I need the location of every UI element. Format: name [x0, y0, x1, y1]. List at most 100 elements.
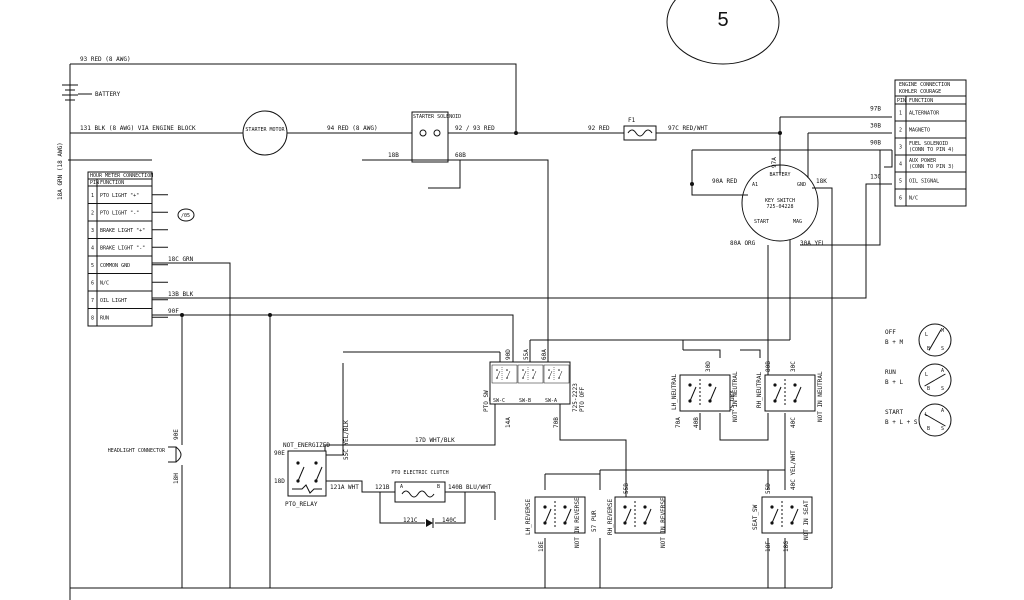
- wire-18h-label: 18H: [173, 473, 180, 484]
- clutch-pin-a: A: [400, 484, 403, 490]
- wire-121b-label: 121B: [375, 484, 390, 491]
- key-battery-label: BATTERY: [769, 172, 790, 178]
- legend-state: OFF: [885, 329, 896, 336]
- engine-func: AUX POWER: [909, 158, 937, 164]
- engine-func: N/C: [909, 196, 918, 202]
- hour-meter-func: RUN: [100, 315, 109, 321]
- key-a1-label: A1: [752, 182, 758, 188]
- clutch-pin-b: B: [437, 484, 440, 490]
- key-switch: [741, 164, 819, 242]
- wire-17d-label: 17D WHT/BLK: [415, 437, 455, 444]
- wire-70b-label: 70B: [553, 417, 560, 428]
- wire-97c-label: 97C RED/WHT: [668, 125, 708, 132]
- wire-40b-label: 40B: [693, 417, 700, 428]
- wire-30a-label: 30A YEL: [800, 240, 826, 247]
- wire-55b-label: 55B: [623, 483, 630, 494]
- engine-pin: 1: [899, 111, 902, 117]
- rh-reverse-label: RH_REVERSE: [607, 498, 614, 535]
- hour-meter-title: HOUR METER CONNECTION: [90, 173, 153, 179]
- wire-90a-label: 90A RED: [712, 178, 738, 185]
- wire-80a-label: 80A ORG: [730, 240, 756, 247]
- wire-93-label: 93 RED (8 AWG): [80, 56, 131, 63]
- wire-55a-label: 55A: [523, 349, 530, 360]
- pto-switch-part: 725-2223: [572, 383, 579, 412]
- hour-meter-pin: 6: [91, 280, 94, 286]
- seat-switch-state: NOT IN SEAT: [803, 500, 810, 540]
- wire-13b-label: 13B BLK: [168, 291, 194, 298]
- wire-18b-label: 18B: [388, 152, 399, 159]
- engine-title: ENGINE CONNECTION: [899, 82, 950, 88]
- wire-18f-label: 18F: [765, 541, 772, 552]
- engine-pin: 6: [899, 196, 902, 202]
- rh-neutral-state: NOT IN NEUTRAL: [817, 371, 824, 422]
- engine-pin: 2: [899, 128, 902, 134]
- wire-55d-label: 55D: [765, 483, 772, 494]
- rh-reverse-switch: [614, 496, 666, 534]
- wire-131-label: 131 BLK (8 AWG) VIA ENGINE BLOCK: [80, 125, 196, 132]
- pto-switch-state: PTO OFF: [579, 386, 586, 412]
- lh-neutral-label: LH_NEUTRAL: [671, 373, 678, 410]
- wire-92-label: 92 RED: [588, 125, 610, 132]
- hour-meter-func: PTO LIGHT "+": [100, 193, 139, 199]
- marker-label: /05: [181, 213, 190, 219]
- starter-motor-label: STARTER MOTOR: [245, 127, 285, 133]
- legend-state: RUN: [885, 369, 896, 376]
- battery-symbol: [62, 84, 92, 101]
- hour-meter-pin: 2: [91, 210, 94, 216]
- engine-col-pin: PIN: [897, 98, 906, 104]
- clutch-label: PTO ELECTRIC CLUTCH: [391, 470, 448, 476]
- page-number: 5: [717, 9, 728, 31]
- svg-text:B: B: [927, 346, 930, 352]
- wire-18a-label: 18A GRN (18 AWG): [57, 142, 64, 200]
- engine-wire-label: 30B: [870, 123, 881, 130]
- wire-7s-label: 7S GRY: [729, 390, 736, 412]
- hour-meter-pin: 4: [91, 245, 94, 251]
- hour-meter-func: BRAKE LIGHT "-": [100, 245, 145, 251]
- hour-meter-func: COMMON GND: [100, 263, 130, 269]
- wire-68b-label: 68B: [455, 152, 466, 159]
- solenoid-label: STARTER SOLENOID: [413, 114, 461, 120]
- engine-subtitle: KOHLER COURAGE: [899, 89, 941, 95]
- hour-meter-func: PTO LIGHT "-": [100, 210, 139, 216]
- diode-icon: [426, 519, 433, 527]
- engine-pin: 3: [899, 145, 902, 151]
- wire-140c-label: 140C: [442, 517, 457, 524]
- pto-contact-a: SW-A: [545, 398, 557, 404]
- wire-14a-label: 14A: [505, 417, 512, 428]
- key-mag-label: MAG: [793, 219, 802, 225]
- wire-network: [68, 63, 893, 600]
- legend-contacts: B + M: [885, 339, 903, 346]
- battery-label: BATTERY: [95, 91, 121, 98]
- svg-text:A: A: [941, 408, 944, 414]
- pto-relay-label: PTO_RELAY: [285, 501, 318, 508]
- hour-meter-col-func: FUNCTION: [100, 180, 124, 186]
- seat-switch-label: SEAT_SW: [752, 504, 759, 530]
- engine-wire-label: 13C: [870, 174, 881, 181]
- legend-state: START: [885, 409, 903, 416]
- wire-40c-label: 40C: [790, 417, 797, 428]
- wire-60a-label: 60A: [541, 349, 548, 360]
- engine-func-note: (CONN TO PIN 3): [909, 164, 954, 170]
- fuse-f1: [623, 125, 657, 141]
- key-start-label: START: [754, 219, 769, 225]
- wire-55c-label: 55C YEL/BLK: [343, 420, 350, 460]
- legend-contacts: B + L + S: [885, 419, 918, 426]
- svg-text:A: A: [941, 368, 944, 374]
- lh-reverse-state: NOT IN REVERSE: [574, 497, 581, 548]
- legend-key-icon: [918, 323, 952, 357]
- engine-pin: 4: [899, 162, 902, 168]
- svg-text:B: B: [927, 426, 930, 432]
- pto-relay-state: NOT_ENERGIZED: [283, 442, 330, 449]
- starter-motor: [242, 110, 288, 156]
- pto-switch: [489, 361, 571, 405]
- svg-text:S: S: [941, 426, 944, 432]
- engine-col-func: FUNCTION: [909, 98, 933, 104]
- pto-relay: [287, 450, 327, 497]
- rh-neutral-label: RH_NEUTRAL: [756, 371, 763, 408]
- wire-18g-label: 18G: [783, 541, 790, 552]
- hour-meter-pin: 1: [91, 193, 94, 199]
- engine-func: MAGNETO: [909, 128, 930, 134]
